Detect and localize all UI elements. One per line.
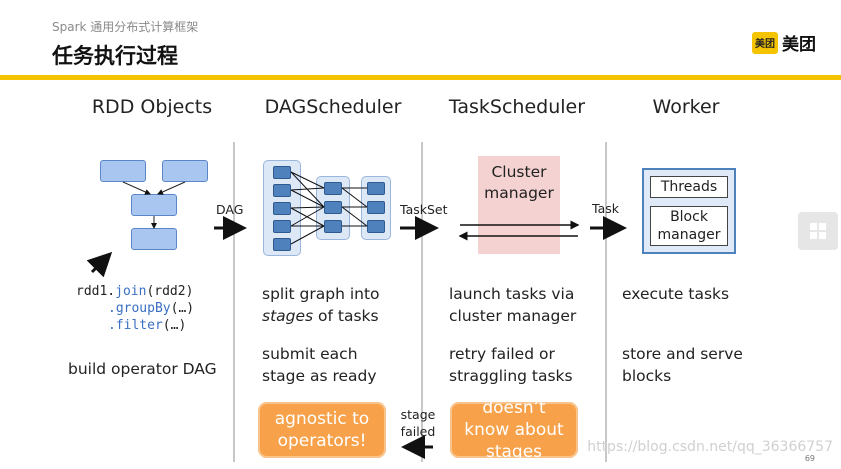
task-node	[273, 220, 291, 233]
rdd-node	[100, 160, 146, 182]
column-title-rdd: RDD Objects	[91, 96, 213, 118]
task-node	[273, 166, 291, 179]
flow-arrows	[214, 216, 627, 459]
rdd-node	[131, 194, 177, 216]
page-title: 任务执行过程	[52, 44, 178, 68]
task-node	[324, 220, 342, 233]
header-subtitle: Spark 通用分布式计算框架	[52, 20, 199, 34]
dag-description-2: submit each stage as ready	[262, 345, 377, 385]
dag-edges	[290, 171, 368, 245]
watermark: https://blog.csdn.net/qq_36366757	[587, 439, 833, 455]
task-node	[367, 201, 385, 214]
callout-agnostic: agnostic to operators!	[258, 402, 386, 458]
arrow-label-taskset: TaskSet	[400, 202, 448, 217]
task-description-2: retry failed or straggling tasks	[449, 345, 573, 385]
arrow-label-dag: DAG	[216, 202, 244, 217]
task-node	[324, 201, 342, 214]
rdd-edges	[122, 181, 186, 229]
arrow-label-task: Task	[592, 201, 619, 216]
pointer-arrow	[86, 251, 113, 278]
callout-doesnt-know: doesn’t know about stages	[450, 398, 578, 462]
task-description-1: launch tasks via cluster manager	[449, 285, 577, 325]
cluster-manager-box	[478, 156, 560, 254]
rdd-node	[162, 160, 208, 182]
worker-description-2: store and serve blocks	[622, 345, 743, 385]
cluster-manager-label: Cluster manager	[484, 163, 554, 202]
column-title-dagscheduler: DAGScheduler	[264, 96, 402, 118]
column-separator	[233, 142, 235, 462]
rdd-code-line-2: .groupBy(…)	[108, 301, 195, 316]
column-title-worker: Worker	[652, 96, 720, 118]
rdd-code-line-3: .filter(…)	[108, 318, 187, 333]
rdd-code-line-1: rdd1.join(rdd2)	[76, 284, 194, 299]
column-separator	[605, 142, 607, 462]
column-title-taskscheduler: TaskScheduler	[448, 96, 586, 118]
logo-badge: 美团	[752, 31, 778, 54]
grid-icon	[810, 223, 826, 239]
block-manager-box: Block manager	[650, 206, 728, 246]
page-number: 69	[804, 454, 815, 463]
task-node	[273, 238, 291, 251]
header-accent-band	[0, 75, 841, 80]
threads-box: Threads	[650, 176, 728, 198]
task-node	[367, 220, 385, 233]
arrow-label-stage-failed: stage failed	[400, 407, 436, 439]
cluster-arrows	[458, 220, 580, 241]
task-node	[273, 202, 291, 215]
column-separator	[421, 142, 423, 462]
worker-description-1: execute tasks	[622, 285, 730, 303]
meituan-logo: 美团 美团	[752, 30, 816, 55]
side-grid-button[interactable]	[798, 212, 838, 250]
rdd-description: build operator DAG	[68, 360, 217, 378]
task-node	[324, 182, 342, 195]
task-node	[367, 182, 385, 195]
logo-text: 美团	[782, 35, 816, 55]
task-node	[273, 184, 291, 197]
